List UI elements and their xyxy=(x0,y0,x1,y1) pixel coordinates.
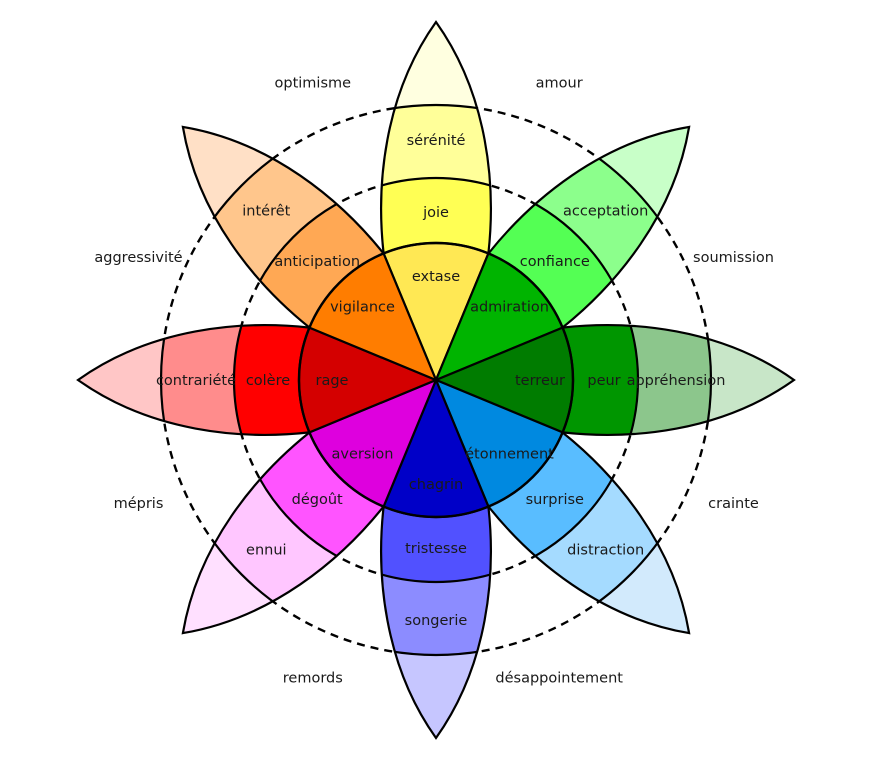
label-basic: tristesse xyxy=(405,541,467,557)
petal-outline xyxy=(181,431,385,635)
petal-outline xyxy=(181,125,385,329)
petal-degout xyxy=(181,431,385,635)
label-intense: chagrin xyxy=(409,477,463,493)
dyad-label: optimisme xyxy=(275,76,352,92)
label-intense: aversion xyxy=(332,447,394,463)
petal-outline xyxy=(487,431,691,635)
dyad-label: désappointement xyxy=(495,671,623,687)
label-mild: ennui xyxy=(246,543,287,559)
dyad-label: soumission xyxy=(693,250,774,266)
band-boundary xyxy=(381,506,491,657)
petal-outline xyxy=(487,125,691,329)
label-basic: confiance xyxy=(520,254,590,270)
petal-outline xyxy=(561,324,796,436)
band-boundary xyxy=(562,325,713,435)
petal-outline xyxy=(380,505,492,740)
label-intense: rage xyxy=(316,373,349,389)
label-intense: vigilance xyxy=(330,300,395,316)
band-boundary xyxy=(232,325,310,435)
label-basic: joie xyxy=(422,205,449,221)
petal-tristesse xyxy=(380,505,492,740)
band-boundary xyxy=(562,325,640,435)
emotion-labels: extase joie sérénité admiration confiance acc… xyxy=(156,133,725,629)
petal-colere xyxy=(76,324,311,436)
dyad-label: amour xyxy=(536,76,583,92)
label-basic: colère xyxy=(246,373,290,389)
label-mild: songerie xyxy=(405,613,468,629)
dyad-label: remords xyxy=(283,671,343,687)
petal-outline xyxy=(76,324,311,436)
band-boundary xyxy=(381,103,491,254)
label-basic: peur xyxy=(587,373,620,389)
label-mild: contrariété xyxy=(156,373,236,389)
petals xyxy=(76,20,796,740)
label-mild: intérêt xyxy=(242,203,290,219)
petal-band-basic xyxy=(562,325,638,435)
inner-circle-outline xyxy=(297,241,575,519)
petal-outline xyxy=(380,20,492,255)
petal-peur xyxy=(561,324,796,436)
label-intense: étonnement xyxy=(465,447,554,463)
petal-band-basic xyxy=(234,325,310,435)
label-intense: extase xyxy=(412,269,460,285)
band-boundary xyxy=(381,176,491,254)
dyad-label: mépris xyxy=(114,496,164,512)
label-basic: dégoût xyxy=(292,492,343,508)
label-mild: appréhension xyxy=(627,373,726,389)
label-intense: terreur xyxy=(515,373,565,389)
label-intense: admiration xyxy=(470,300,549,316)
band-boundary xyxy=(381,506,491,584)
label-mild: distraction xyxy=(567,543,644,559)
label-basic: surprise xyxy=(526,492,584,508)
inner-circle xyxy=(297,241,575,519)
petal-confiance xyxy=(487,125,691,329)
petal-joie xyxy=(380,20,492,255)
petal-band-basic xyxy=(381,178,491,254)
petal-band-basic xyxy=(381,506,491,582)
label-basic: anticipation xyxy=(274,254,360,270)
band-boundary xyxy=(159,325,310,435)
dyad-label: aggressivité xyxy=(94,250,182,266)
label-mild: sérénité xyxy=(407,133,466,149)
dyad-labels: amour soumission crainte désappointement rem… xyxy=(94,76,774,687)
dyad-label: crainte xyxy=(708,496,759,512)
petal-surprise xyxy=(487,431,691,635)
label-mild: acceptation xyxy=(563,203,648,219)
petal-anticipation xyxy=(181,125,385,329)
